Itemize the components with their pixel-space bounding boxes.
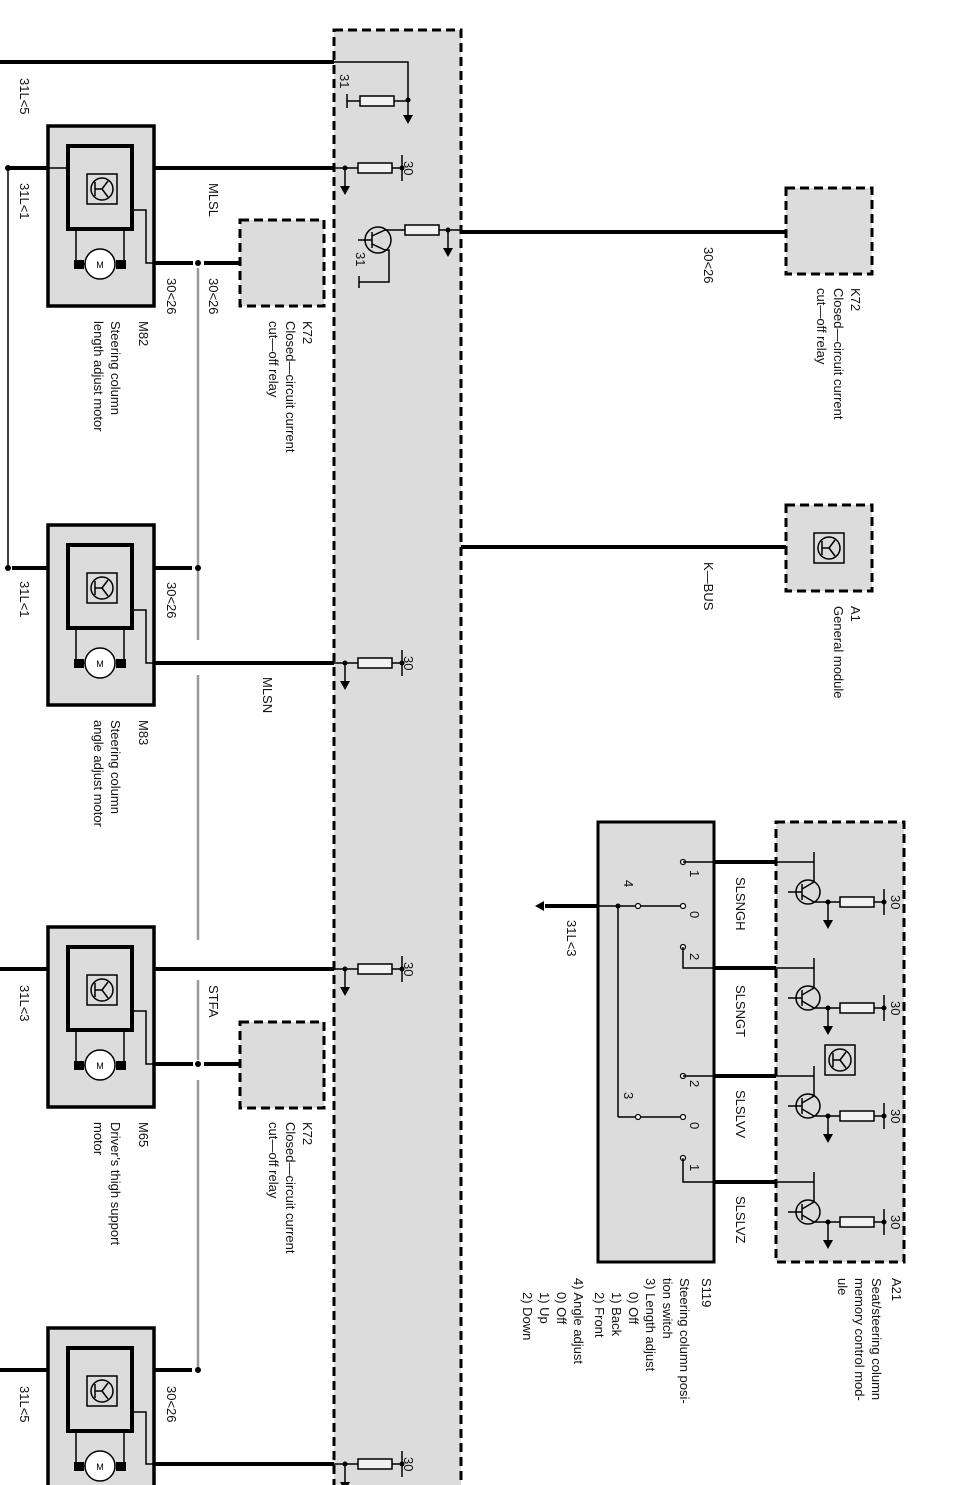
- svg-text:M83: M83: [136, 720, 151, 745]
- junction-dot: [5, 165, 11, 171]
- contact-label: 0: [687, 1122, 702, 1129]
- wire-label-mlsn: MLSN: [260, 677, 275, 713]
- bottom-motor-unit: [46, 1326, 156, 1485]
- pin-30-label: 30: [888, 1109, 903, 1123]
- svg-text:Closed—circuit current: Closed—circuit current: [831, 288, 846, 420]
- svg-text:0) Off: 0) Off: [554, 1292, 569, 1325]
- k72-relay-a: [238, 218, 326, 308]
- pin-30-label: 30: [888, 1215, 903, 1229]
- svg-text:angle adjust motor: angle adjust motor: [91, 720, 106, 828]
- svg-text:M65: M65: [136, 1122, 151, 1147]
- pin-30-label: 30: [888, 895, 903, 909]
- contact-label: 1: [687, 870, 702, 877]
- svg-text:Steering column posi-: Steering column posi-: [677, 1278, 692, 1404]
- pin-30-label: 30: [401, 161, 416, 175]
- wire-label-mlsl: MLSL: [206, 183, 221, 217]
- m83-caption: M83 Steering column angle adjust motor: [91, 720, 151, 828]
- k72-c-caption: K72 Closed—circuit current cut—off relay: [266, 1122, 315, 1254]
- wire-label-31l1: 31L<1: [17, 183, 32, 220]
- wire-label-30-26: 30<26: [164, 582, 179, 619]
- svg-text:memory control mod-: memory control mod-: [852, 1278, 867, 1401]
- k72-relay-right: [784, 186, 874, 276]
- pin-30-label: 30: [401, 962, 416, 976]
- svg-text:length adjust motor: length adjust motor: [91, 321, 106, 432]
- svg-text:cut—off relay: cut—off relay: [266, 321, 281, 398]
- s119-caption: S119 Steering column posi- tion switch 3…: [520, 1278, 714, 1404]
- wire-label-30-26: 30<26: [164, 278, 179, 315]
- m83-motor-unit: [46, 523, 156, 707]
- svg-text:motor: motor: [91, 1122, 106, 1156]
- svg-text:S119: S119: [699, 1278, 714, 1307]
- s119-switch: [596, 820, 716, 1264]
- contact-label: 1: [687, 1164, 702, 1171]
- ground-branch: [334, 61, 409, 122]
- svg-text:1) Up: 1) Up: [537, 1292, 552, 1324]
- wire-label-30-26: 30<26: [164, 1386, 179, 1423]
- svg-text:Closed—circuit current: Closed—circuit current: [283, 1122, 298, 1254]
- svg-text:M82: M82: [136, 321, 151, 346]
- m65-caption: M65 Driver’s thigh support motor: [91, 1122, 151, 1245]
- a1-caption: A1 General module: [831, 606, 863, 699]
- wire-label-slslvz: SLSLVZ: [733, 1196, 748, 1244]
- svg-text:2) Down: 2) Down: [520, 1292, 535, 1340]
- svg-text:ule: ule: [835, 1278, 850, 1295]
- m65-motor-unit: [46, 925, 156, 1109]
- pin-30-label: 30: [401, 1457, 416, 1471]
- pin-30-label: 30: [888, 1001, 903, 1015]
- svg-text:A1: A1: [848, 606, 863, 622]
- svg-text:K72: K72: [300, 1122, 315, 1145]
- a21-memory-module: [774, 820, 906, 1264]
- wire-label-31l5-top: 31L<5: [17, 78, 32, 115]
- transistor-ground-label: 31: [353, 252, 368, 266]
- k72-b-caption: K72 Closed—circuit current cut—off relay: [814, 288, 863, 420]
- pin-30-label: 30: [401, 656, 416, 670]
- resistor: [359, 95, 395, 107]
- wire-label-31l3: 31L<3: [564, 920, 579, 957]
- k72-a-caption: K72 Closed—circuit current cut—off relay: [266, 321, 315, 453]
- svg-text:4) Angle adjust: 4) Angle adjust: [571, 1278, 586, 1364]
- svg-text:K72: K72: [848, 288, 863, 311]
- wire-label-slsngh: SLSNGH: [733, 877, 748, 930]
- svg-text:Steering column: Steering column: [108, 720, 123, 814]
- wire-label-31l5-bottom: 31L<5: [17, 1386, 32, 1423]
- svg-text:Seat/steering column: Seat/steering column: [869, 1278, 884, 1400]
- svg-text:General module: General module: [831, 606, 846, 699]
- wire-label-stfa: STFA: [206, 985, 221, 1018]
- ground-arrow-icon: [403, 115, 413, 124]
- svg-text:1) Back: 1) Back: [609, 1292, 624, 1337]
- m82-caption: M82 Steering column length adjust motor: [91, 321, 151, 432]
- svg-text:0) Off: 0) Off: [626, 1292, 641, 1325]
- contact-label: 4: [621, 880, 636, 887]
- wire-label-30-26: 30<26: [701, 247, 716, 284]
- pin-31-label: 31: [337, 74, 352, 88]
- svg-text:Driver’s thigh support: Driver’s thigh support: [108, 1122, 123, 1245]
- k72-relay-c: [238, 1020, 326, 1110]
- svg-text:tion switch: tion switch: [660, 1278, 675, 1339]
- contact-label: 2: [687, 1080, 702, 1087]
- svg-text:A21: A21: [889, 1278, 904, 1301]
- ground-icon: [535, 901, 544, 911]
- svg-text:Steering column: Steering column: [108, 321, 123, 415]
- svg-text:K72: K72: [300, 321, 315, 344]
- wire-label-31l3: 31L<3: [17, 985, 32, 1022]
- a21-caption: A21 Seat/steering column memory control …: [835, 1278, 904, 1401]
- svg-text:2) Front: 2) Front: [592, 1292, 607, 1338]
- svg-text:3) Length adjust: 3) Length adjust: [643, 1278, 658, 1372]
- contact-label: 3: [621, 1092, 636, 1099]
- wire-label-slsngt: SLSNGT: [733, 985, 748, 1037]
- m82-motor-unit: [46, 124, 156, 308]
- contact-label: 0: [687, 911, 702, 918]
- ecu-icon: [813, 532, 845, 564]
- central-control-module: [332, 28, 463, 1485]
- wire-label-30-26: 30<26: [206, 278, 221, 315]
- svg-text:cut—off relay: cut—off relay: [814, 288, 829, 365]
- ecu-icon: [824, 1044, 856, 1076]
- svg-text:cut—off relay: cut—off relay: [266, 1122, 281, 1199]
- svg-text:Closed—circuit current: Closed—circuit current: [283, 321, 298, 453]
- wire-label-kbus: K—BUS: [701, 562, 716, 611]
- wire-label-31l1: 31L<1: [17, 581, 32, 618]
- wire-label-slslvv: SLSLVV: [733, 1090, 748, 1139]
- contact-label: 2: [687, 953, 702, 960]
